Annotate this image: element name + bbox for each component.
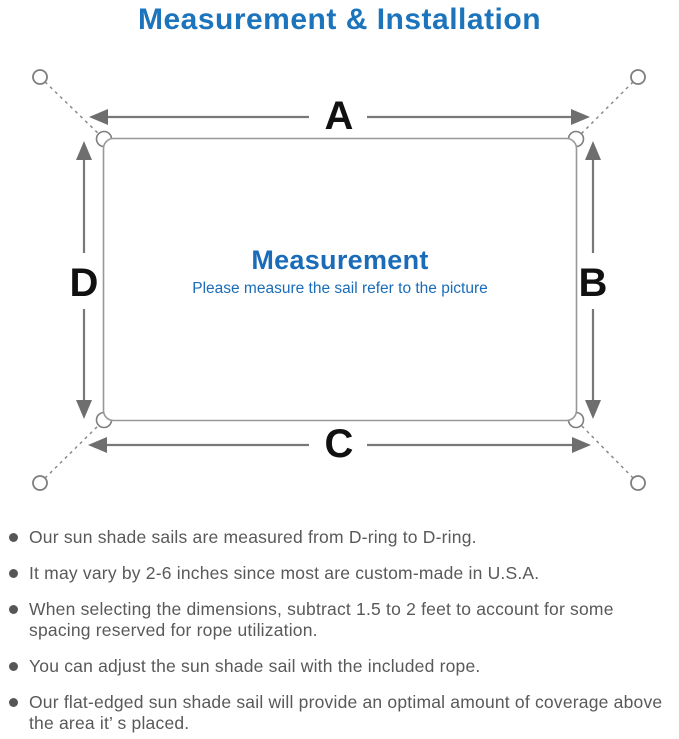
notes-list: Our sun shade sails are measured from D-… <box>9 527 669 739</box>
arrowhead-right-icon <box>572 437 591 453</box>
rope-bottom-right <box>575 419 639 484</box>
note-text: You can adjust the sun shade sail with t… <box>29 656 481 676</box>
rope-top-left <box>39 76 105 140</box>
list-item: When selecting the dimensions, subtract … <box>9 599 669 641</box>
dimension-label-c: C <box>325 422 354 466</box>
list-item: It may vary by 2-6 inches since most are… <box>9 563 669 584</box>
list-item: You can adjust the sun shade sail with t… <box>9 656 669 677</box>
note-text: When selecting the dimensions, subtract … <box>29 599 614 640</box>
list-item: Our flat-edged sun shade sail will provi… <box>9 692 669 734</box>
dimension-label-b: B <box>579 261 608 305</box>
anchor-points <box>32 69 646 491</box>
note-text: Our flat-edged sun shade sail will provi… <box>29 692 663 733</box>
arrowhead-down-icon <box>585 400 601 419</box>
bullet-icon <box>9 569 18 578</box>
arrowhead-left-icon <box>89 109 108 125</box>
bullet-icon <box>9 662 18 671</box>
note-text: It may vary by 2-6 inches since most are… <box>29 563 540 583</box>
arrowhead-left-icon <box>88 437 107 453</box>
diagram-heading: Measurement <box>251 245 428 275</box>
dimension-arrowheads <box>76 109 601 453</box>
arrowhead-down-icon <box>76 400 92 419</box>
diagram-subtitle: Please measure the sail refer to the pic… <box>192 280 488 297</box>
dimension-label-d: D <box>70 261 99 305</box>
sail-rectangle <box>102 137 578 422</box>
rope-top-right <box>575 76 639 140</box>
bullet-icon <box>9 698 18 707</box>
corner-ropes <box>39 76 639 484</box>
arrowhead-up-icon <box>585 141 601 160</box>
anchor-icon <box>630 69 646 85</box>
dimension-label-a: A <box>325 94 354 138</box>
anchor-icon <box>32 69 48 85</box>
anchor-icon <box>630 475 646 491</box>
anchor-icon <box>32 475 48 491</box>
arrowhead-right-icon <box>571 109 590 125</box>
rope-bottom-left <box>39 419 105 484</box>
sail-measurement-diagram: A B C D Measurement Please measure the s… <box>32 69 646 491</box>
bullet-icon <box>9 605 18 614</box>
note-text: Our sun shade sails are measured from D-… <box>29 527 477 547</box>
bullet-icon <box>9 533 18 542</box>
list-item: Our sun shade sails are measured from D-… <box>9 527 669 548</box>
page-title: Measurement & Installation <box>137 3 542 36</box>
dimension-arrow-lines <box>82 115 595 447</box>
arrowhead-up-icon <box>76 141 92 160</box>
